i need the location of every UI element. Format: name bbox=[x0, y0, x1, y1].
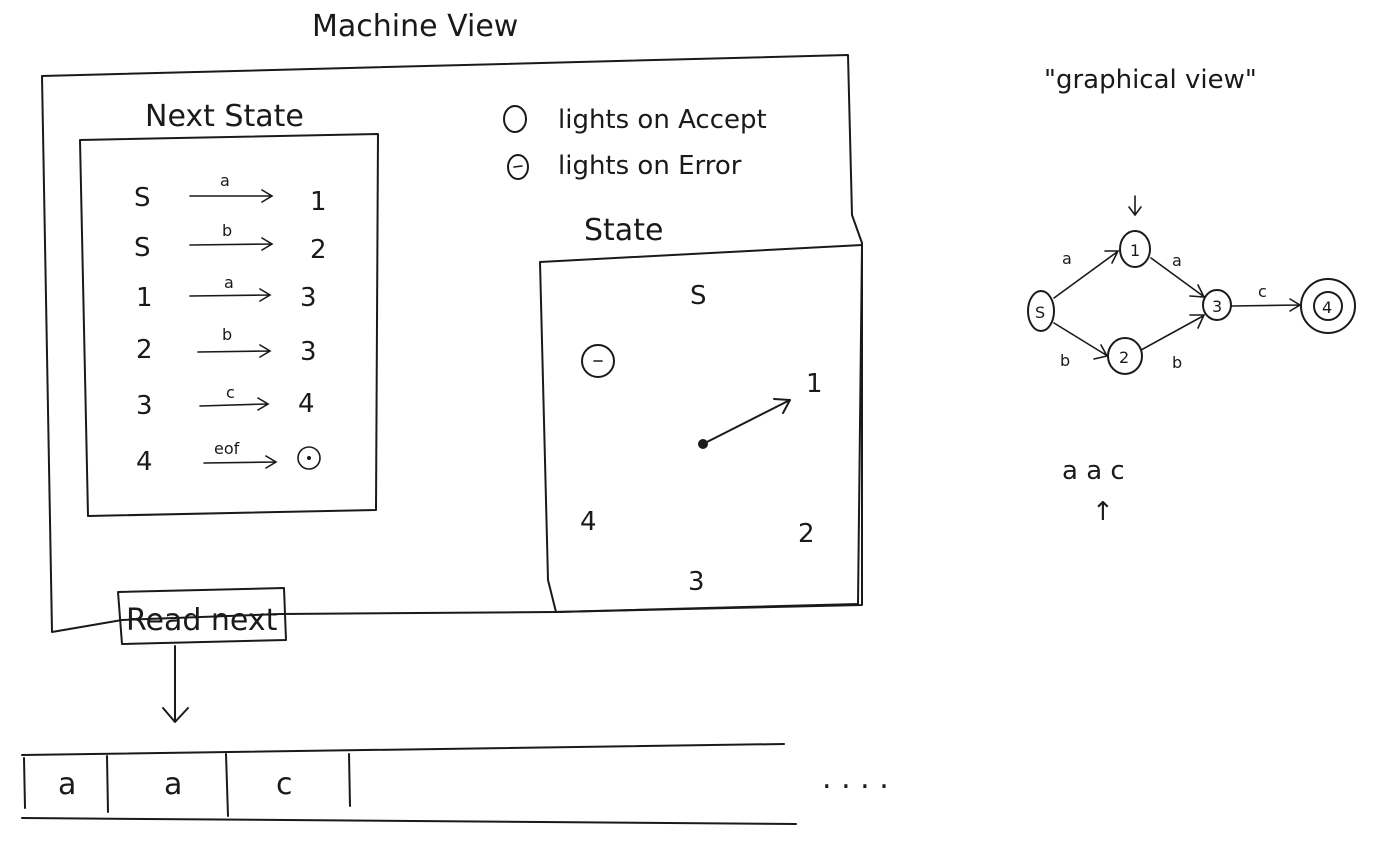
accept-light: lights on Accept bbox=[503, 105, 767, 135]
svg-text:1: 1 bbox=[136, 283, 153, 313]
svg-text:lights on Accept: lights on Accept bbox=[558, 105, 767, 135]
tape-continuation: . . . . bbox=[822, 761, 889, 796]
svg-text:a: a bbox=[220, 171, 230, 190]
svg-text:c: c bbox=[226, 383, 235, 402]
transition-arrow bbox=[203, 455, 278, 469]
final-state-marker bbox=[297, 446, 321, 470]
graph-edge bbox=[1053, 322, 1109, 360]
svg-text:3: 3 bbox=[1212, 297, 1222, 316]
graph-node-s: S bbox=[1027, 290, 1055, 332]
dial-label-3: 3 bbox=[688, 567, 705, 597]
dial-error-marker bbox=[581, 344, 615, 378]
read-next-button[interactable]: Read next bbox=[117, 587, 287, 645]
error-light: lights on Error bbox=[507, 151, 742, 181]
svg-text:3: 3 bbox=[300, 283, 317, 313]
state-title: State bbox=[584, 213, 663, 248]
svg-text:S: S bbox=[1035, 303, 1045, 322]
svg-text:lights on Error: lights on Error bbox=[558, 151, 742, 181]
graph-edge-label: b bbox=[1172, 353, 1182, 372]
transition-arrow bbox=[189, 288, 272, 302]
graph-edge-label: a bbox=[1062, 249, 1072, 268]
graphical-view-title: "graphical view" bbox=[1044, 65, 1257, 95]
svg-text:4: 4 bbox=[136, 447, 153, 477]
read-next-arrow bbox=[162, 645, 189, 723]
transition-row: 3 c 4 bbox=[136, 383, 315, 421]
svg-text:Read next: Read next bbox=[126, 603, 278, 638]
graph-edge-label: b bbox=[1060, 351, 1070, 370]
tape-cell: a bbox=[58, 767, 76, 802]
graph-node-1: 1 bbox=[1119, 230, 1151, 268]
graph-input-pointer: ↑ bbox=[1092, 497, 1114, 527]
svg-text:a: a bbox=[224, 273, 234, 292]
svg-text:b: b bbox=[222, 221, 232, 240]
svg-text:2: 2 bbox=[1119, 348, 1129, 367]
svg-text:b: b bbox=[222, 325, 232, 344]
dial-needle bbox=[702, 398, 791, 445]
svg-text:eof: eof bbox=[214, 439, 240, 458]
tape-cell: a bbox=[164, 767, 182, 802]
state-panel bbox=[539, 244, 863, 613]
machine-panel bbox=[41, 54, 863, 633]
svg-text:S: S bbox=[134, 183, 151, 213]
accept-light-icon bbox=[503, 105, 527, 133]
graph-edge bbox=[1231, 298, 1302, 312]
svg-text:1: 1 bbox=[310, 187, 327, 217]
dial-label-1: 1 bbox=[806, 369, 823, 399]
dial-label-4: 4 bbox=[580, 507, 597, 537]
transition-row: 1 a 3 bbox=[136, 273, 317, 313]
svg-text:1: 1 bbox=[1130, 241, 1140, 260]
svg-text:3: 3 bbox=[300, 337, 317, 367]
dial-label-2: 2 bbox=[798, 519, 815, 549]
transition-row: S b 2 bbox=[134, 221, 327, 265]
svg-text:4: 4 bbox=[298, 389, 315, 419]
next-state-panel bbox=[79, 133, 379, 517]
svg-text:2: 2 bbox=[136, 335, 153, 365]
graph-edge bbox=[1053, 250, 1120, 299]
graph-input-string: a a c bbox=[1062, 456, 1125, 486]
svg-text:S: S bbox=[134, 233, 151, 263]
svg-text:2: 2 bbox=[310, 235, 327, 265]
error-light-icon bbox=[507, 154, 529, 180]
transition-row: S a 1 bbox=[134, 171, 327, 217]
final-state-dot bbox=[307, 456, 311, 460]
graph-node-4: 4 bbox=[1300, 278, 1356, 334]
dial-label-s: S bbox=[690, 281, 707, 311]
graph-node-2: 2 bbox=[1107, 337, 1143, 375]
start-arrow bbox=[1128, 195, 1142, 217]
machine-view-title: Machine View bbox=[312, 9, 518, 44]
tape-cell: c bbox=[276, 767, 293, 802]
transition-arrow bbox=[197, 344, 272, 358]
read-next-outline bbox=[117, 587, 287, 645]
transition-row: 4 eof bbox=[136, 439, 321, 477]
transition-arrow bbox=[189, 189, 274, 203]
transition-arrow bbox=[189, 237, 274, 251]
graph-node-3: 3 bbox=[1202, 289, 1232, 321]
next-state-title: Next State bbox=[145, 99, 304, 134]
graph-edge-label: c bbox=[1258, 282, 1267, 301]
transition-row: 2 b 3 bbox=[136, 325, 317, 367]
graph-edge bbox=[1140, 314, 1206, 351]
input-tape: a a c . . . . bbox=[21, 743, 889, 825]
graph-edge-label: a bbox=[1172, 251, 1182, 270]
svg-text:4: 4 bbox=[1322, 298, 1332, 317]
svg-text:3: 3 bbox=[136, 391, 153, 421]
graph-edge bbox=[1150, 257, 1206, 298]
transition-arrow bbox=[199, 397, 270, 411]
